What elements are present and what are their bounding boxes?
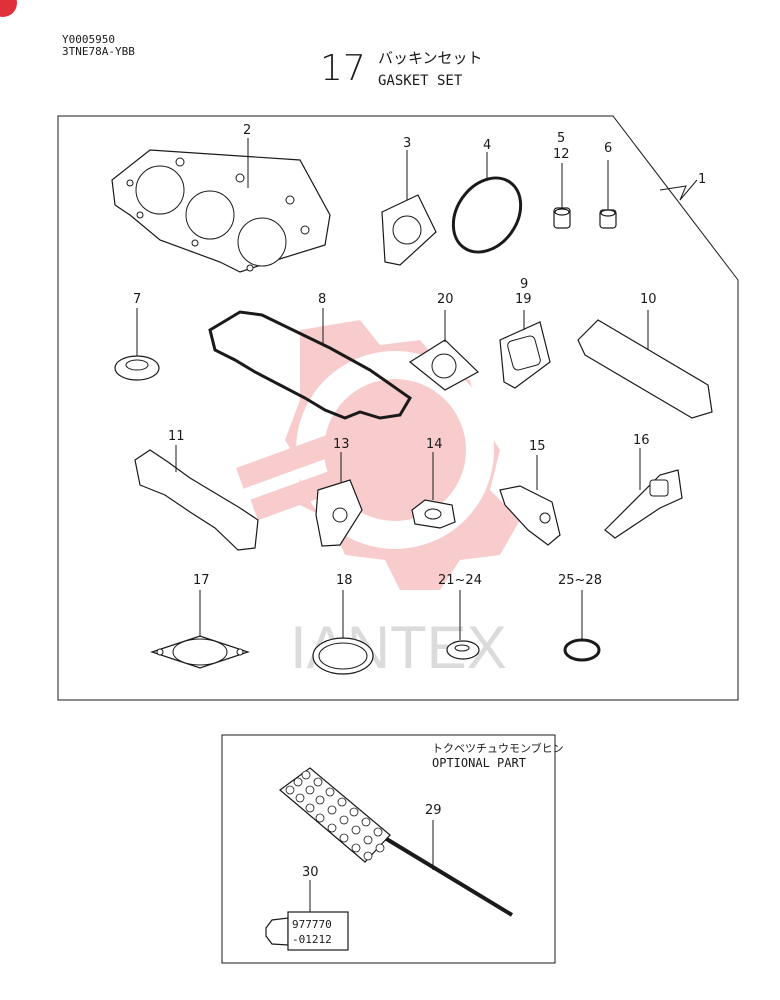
callout-16: 16 — [633, 433, 650, 448]
oil-seal-7 — [114, 355, 160, 381]
callout-7: 7 — [133, 292, 141, 307]
valve-stem-seal — [553, 207, 571, 229]
callout-12: 12 — [553, 147, 570, 162]
exhaust-gasket-11 — [134, 449, 259, 551]
gasket-part-13 — [315, 479, 363, 547]
tube-label-2: -01212 — [292, 933, 332, 946]
drawing-code-1: Y0005950 — [62, 33, 115, 46]
manifold-gasket-10 — [577, 319, 713, 419]
washer-21-24 — [446, 640, 480, 660]
gasket-part-20 — [408, 339, 480, 391]
callout-25-28: 25~28 — [558, 573, 602, 588]
gasket-part-18 — [312, 637, 374, 675]
callout-15: 15 — [529, 439, 546, 454]
callout-9: 9 — [520, 277, 528, 292]
callout-18: 18 — [336, 573, 353, 588]
title-english: GASKET SET — [378, 73, 463, 89]
o-ring-4 — [451, 176, 523, 254]
main-frame — [57, 115, 739, 701]
callout-3: 3 — [403, 136, 411, 151]
callout-8: 8 — [318, 292, 326, 307]
callout-2: 2 — [243, 123, 251, 138]
gasket-part-17 — [150, 635, 250, 669]
callout-21-24: 21~24 — [438, 573, 482, 588]
cylinder-brush-29 — [279, 767, 514, 917]
callout-leader-1 — [659, 179, 698, 201]
callout-17: 17 — [193, 573, 210, 588]
gasket-part-19 — [499, 321, 551, 389]
section-number: 17 — [320, 48, 366, 89]
o-ring-25-28 — [563, 638, 601, 662]
callout-11: 11 — [168, 429, 185, 444]
callout-30: 30 — [302, 865, 319, 880]
drawing-code-2: 3TNE78A-YBB — [62, 45, 135, 58]
sealant-tube-30: 977770 -01212 — [265, 911, 349, 951]
callout-20: 20 — [437, 292, 454, 307]
callout-6: 6 — [604, 141, 612, 156]
gasket-part-16 — [604, 469, 683, 539]
seal-part-6 — [599, 209, 617, 229]
watermark-logo — [236, 320, 520, 590]
callout-14: 14 — [426, 437, 443, 452]
optional-title-english: OPTIONAL PART — [432, 756, 526, 770]
rocker-cover-gasket-8 — [208, 310, 412, 420]
cylinder-head-gasket — [111, 149, 331, 273]
title-japanese: バッキンセット — [378, 49, 483, 67]
optional-frame — [221, 734, 556, 964]
gasket-part-14 — [411, 499, 456, 529]
callout-4: 4 — [483, 138, 491, 153]
callout-5: 5 — [557, 131, 565, 146]
tube-label-1: 977770 — [292, 918, 332, 931]
callout-29: 29 — [425, 803, 442, 818]
callout-1: 1 — [698, 172, 706, 187]
gasket-part-15 — [499, 485, 561, 546]
gasket-part-3 — [381, 194, 437, 266]
callout-13: 13 — [333, 437, 350, 452]
optional-title-japanese: トクベツチュウモンブヒン — [432, 741, 564, 755]
callout-19: 19 — [515, 292, 532, 307]
callout-10: 10 — [640, 292, 657, 307]
corner-badge — [0, 0, 17, 17]
